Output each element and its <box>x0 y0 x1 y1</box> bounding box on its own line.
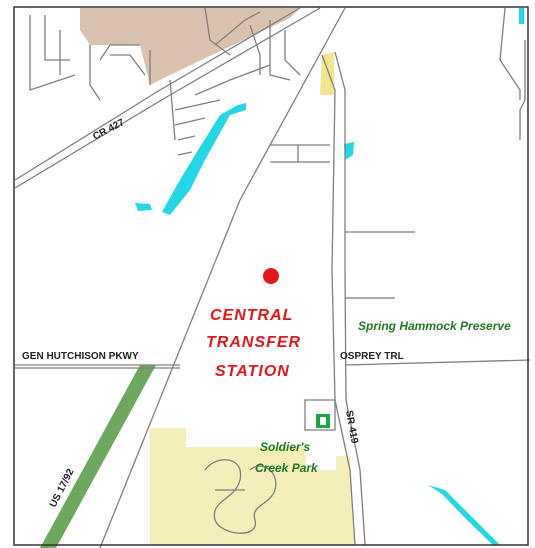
sr-419-corridor <box>320 52 334 95</box>
soldiers-creek-label-line2: Creek Park <box>255 461 319 475</box>
urban-area <box>80 8 300 85</box>
station-label-line2: TRANSFER <box>206 334 301 351</box>
lake-shape <box>162 103 246 215</box>
pond-shape-c <box>519 8 524 24</box>
gen-hutchison-label: GEN HUTCHISON PKWY <box>22 351 139 362</box>
us-1792-road-band <box>40 365 156 548</box>
map-frame <box>13 6 529 546</box>
spring-hammock-label: Spring Hammock Preserve <box>358 319 511 333</box>
soldiers-creek-park-area <box>150 428 355 545</box>
osprey-trl-label: OSPREY TRL <box>340 351 404 362</box>
stream-shape <box>428 485 500 546</box>
pond-shape-b <box>344 142 354 160</box>
pond-shape-a <box>135 203 152 211</box>
red-dot-icon[interactable] <box>263 268 279 284</box>
station-label-line3: STATION <box>215 363 290 380</box>
soldiers-creek-label-line1: Soldier's <box>260 440 311 454</box>
road-network <box>14 7 531 548</box>
station-label-line1: CENTRAL <box>210 307 293 324</box>
park-marker-icon[interactable] <box>316 414 330 428</box>
